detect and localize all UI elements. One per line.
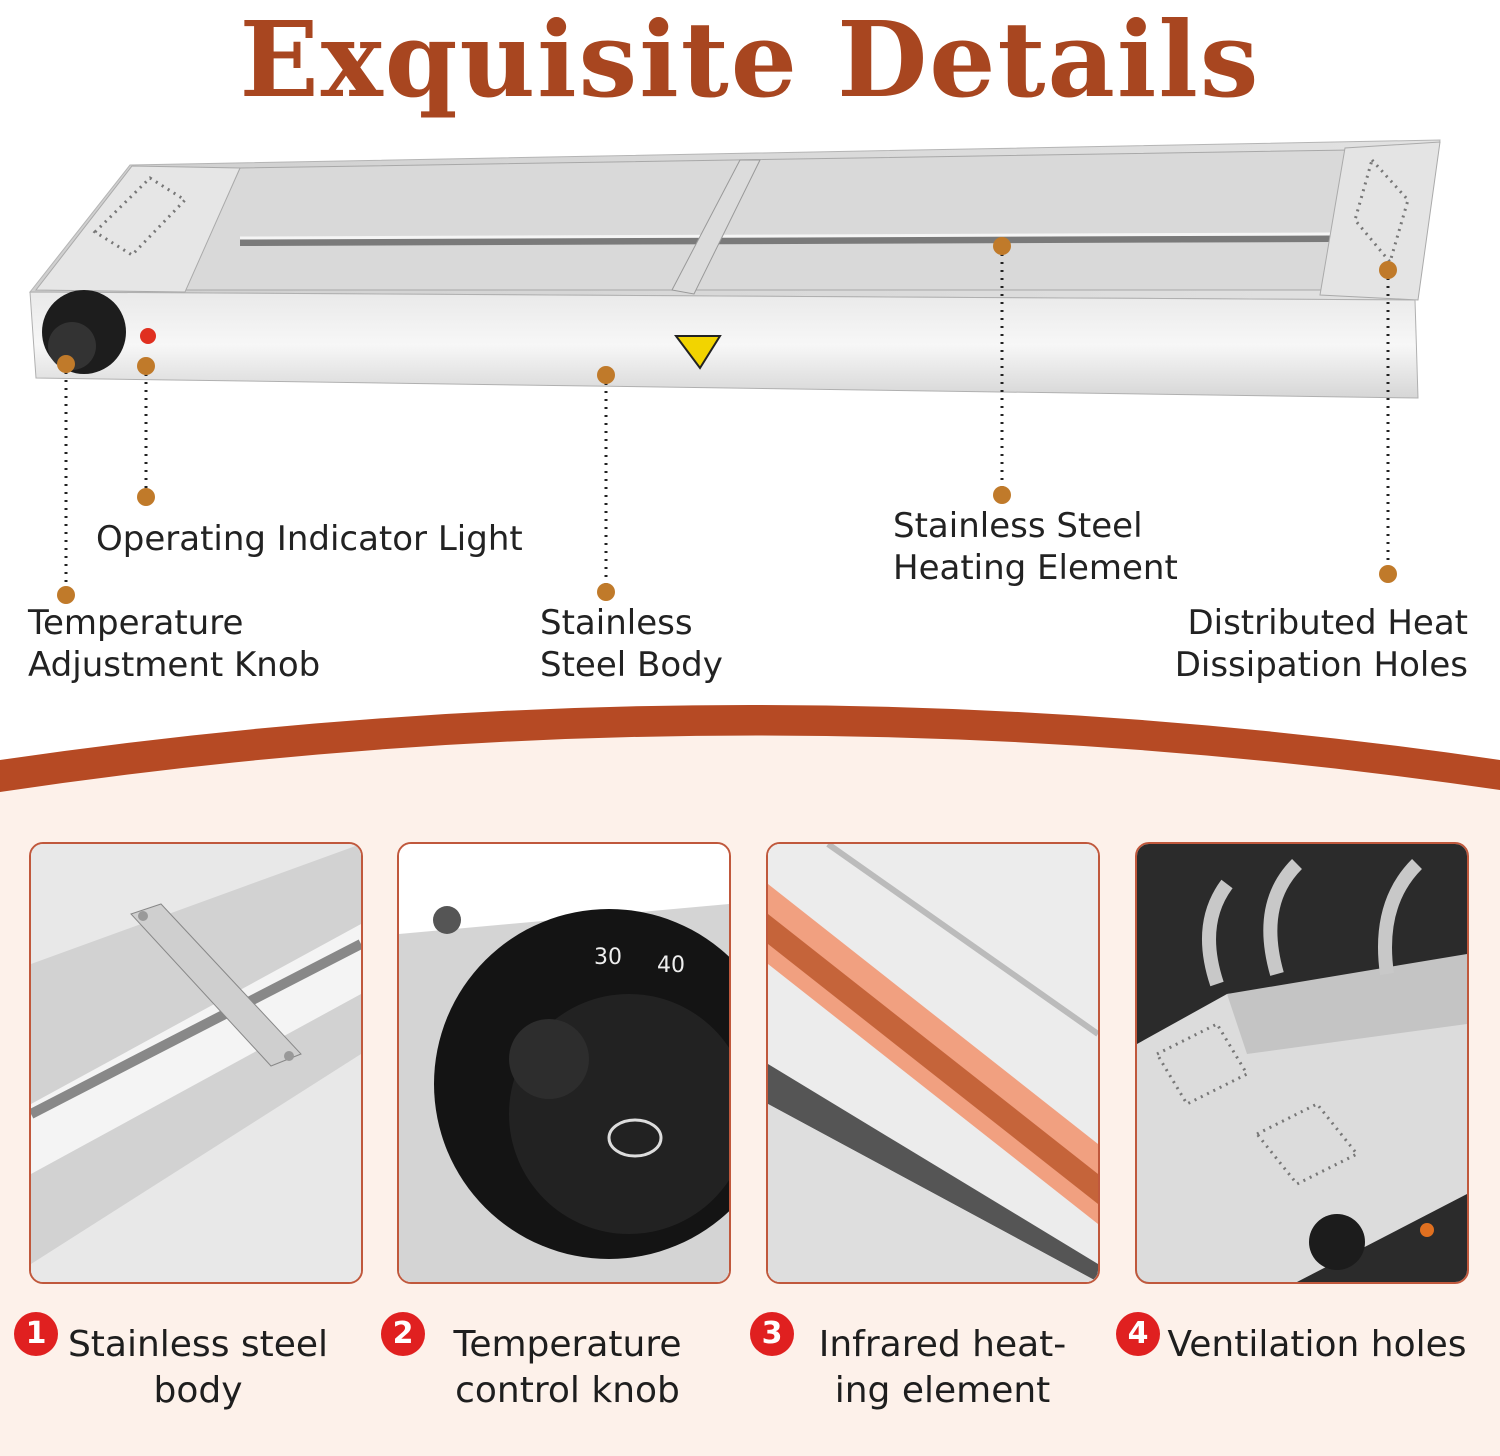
warmer-channel xyxy=(184,149,1351,291)
feature-panel-3 xyxy=(766,842,1100,1284)
feature-caption-3-line-2: ing element xyxy=(834,1370,1051,1411)
callout-holes-line-1: Distributed Heat xyxy=(1187,603,1468,643)
feature-number-4: 4 xyxy=(1116,1312,1160,1356)
band-arc xyxy=(0,705,1500,792)
feature-number-3: 3 xyxy=(750,1312,794,1356)
airflow-arrow-icon xyxy=(1202,879,1233,987)
bottom-band xyxy=(0,705,1500,1456)
callout-body-line-2: Steel Body xyxy=(540,645,723,685)
callout-dot xyxy=(597,366,615,384)
panel-4-image xyxy=(1137,844,1467,1282)
feature-caption-2-line-2: control knob xyxy=(455,1370,680,1411)
warning-triangle-icon xyxy=(674,335,722,370)
callout-dot xyxy=(57,586,75,604)
callout-body-line-1: Stainless xyxy=(540,603,693,643)
infrared-rod xyxy=(768,914,1098,1204)
callout-dot xyxy=(137,488,155,506)
screw-icon xyxy=(433,906,461,934)
callout-knob-line-1: Temperature xyxy=(28,603,244,643)
callout-heating-line-1: Stainless Steel xyxy=(893,506,1143,546)
dial-mark-40: 40 xyxy=(657,953,685,978)
center-bracket xyxy=(671,159,761,295)
callout-lines xyxy=(64,246,1390,592)
vent-holes-icon xyxy=(1154,1022,1250,1106)
airflow-arrow-icon xyxy=(1378,859,1423,975)
callout-holes: Distributed Heat Dissipation Holes xyxy=(1175,602,1468,686)
callout-body: Stainless Steel Body xyxy=(540,602,723,686)
feature-caption-3-line-1: Infrared heat- xyxy=(818,1324,1067,1365)
feature-caption-1-line-2: body xyxy=(153,1370,243,1411)
callout-dot xyxy=(1379,261,1397,279)
callout-dot xyxy=(57,355,75,373)
panel-1-image xyxy=(31,844,361,1282)
callout-dot xyxy=(597,583,615,601)
left-end-cap xyxy=(34,165,241,293)
right-end-cap xyxy=(1319,141,1441,301)
callout-knob: Temperature Adjustment Knob xyxy=(28,602,320,686)
callout-holes-line-2: Dissipation Holes xyxy=(1174,645,1468,685)
feature-number-1: 1 xyxy=(14,1312,58,1356)
thermometer-icon xyxy=(607,1118,663,1158)
warmer-front-face xyxy=(29,291,1419,399)
callout-dot xyxy=(993,486,1011,504)
callout-indicator: Operating Indicator Light xyxy=(96,518,523,560)
callout-dot xyxy=(993,237,1011,255)
callout-knob-line-2: Adjustment Knob xyxy=(28,645,321,685)
callout-heating: Stainless Steel Heating Element xyxy=(893,505,1178,589)
callout-heating-line-2: Heating Element xyxy=(893,548,1178,588)
feature-caption-4-line-1: Ventilation holes xyxy=(1167,1324,1467,1365)
callout-dot xyxy=(1379,565,1397,583)
callout-dot xyxy=(137,357,155,375)
heating-rod-highlight xyxy=(239,232,1331,240)
page-title: Exquisite Details xyxy=(239,0,1261,121)
feature-caption-2-line-1: Temperature xyxy=(453,1324,682,1365)
feature-caption-4: Ventilation holes xyxy=(1164,1322,1470,1368)
feature-panel-1 xyxy=(29,842,363,1284)
feature-number-2: 2 xyxy=(381,1312,425,1356)
knob-icon xyxy=(1309,1214,1365,1270)
dial-mark-30: 30 xyxy=(594,945,622,970)
feature-panel-2: 30 40 xyxy=(397,842,731,1284)
feature-caption-1: Stainless steel body xyxy=(58,1322,338,1414)
band-background xyxy=(0,705,1500,1456)
airflow-arrow-icon xyxy=(1263,859,1303,976)
feature-caption-1-line-1: Stainless steel xyxy=(67,1324,329,1365)
product-illustration xyxy=(28,139,1441,604)
feature-caption-3: Infrared heat- ing element xyxy=(805,1322,1080,1414)
feature-panel-4 xyxy=(1135,842,1469,1284)
panel-3-image xyxy=(768,844,1098,1282)
vent-holes-right xyxy=(1353,156,1410,266)
callout-dots xyxy=(57,237,1397,604)
heating-rod xyxy=(239,234,1331,246)
panel-2-image: 30 40 xyxy=(399,844,729,1282)
feature-caption-2: Temperature control knob xyxy=(430,1322,705,1414)
callout-indicator-line-1: Operating Indicator Light xyxy=(96,519,523,559)
indicator-light-icon xyxy=(140,328,156,344)
indicator-light-icon xyxy=(1420,1223,1434,1237)
